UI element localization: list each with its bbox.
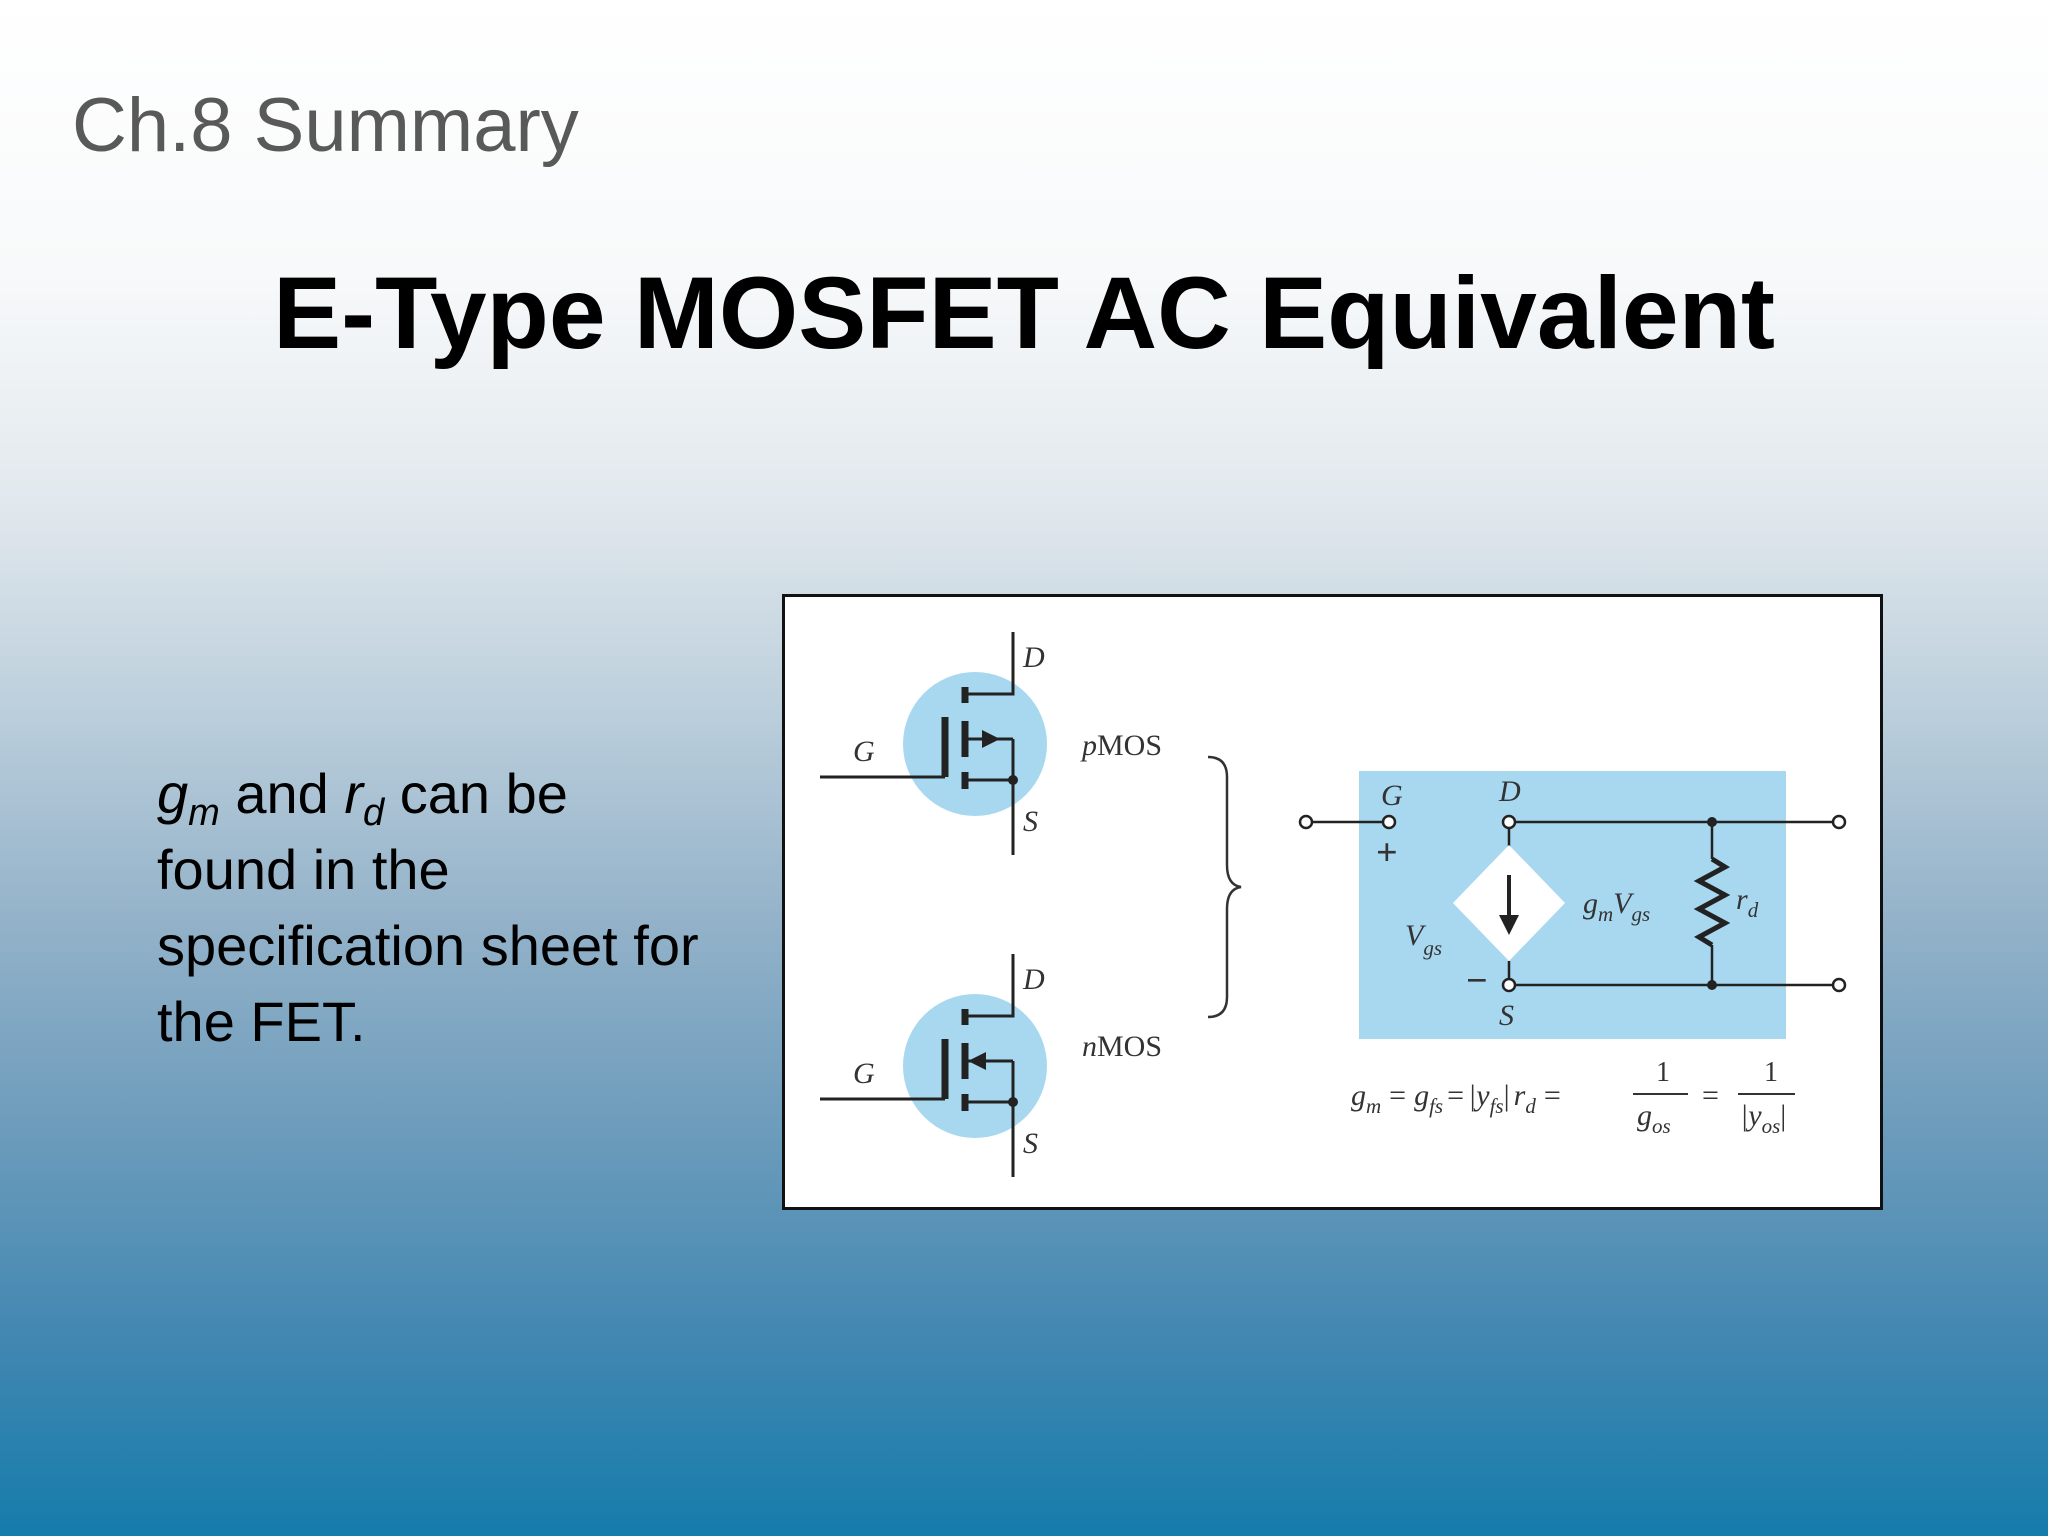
formula-numerator-1: 1 (1656, 1057, 1670, 1088)
vgs-plus-sign: + (1376, 832, 1398, 874)
gm-symbol: gm (157, 762, 220, 834)
nmos-drain-label: D (1022, 963, 1045, 996)
current-source-arrow (1499, 915, 1519, 935)
formula-gos: gos (1637, 1099, 1671, 1138)
pmos-symbol: G D S pMOS (820, 632, 1162, 855)
source-node (1501, 977, 1517, 993)
equivalent-source-label: S (1499, 999, 1514, 1032)
body-text: gm and rd can be found in the specificat… (157, 762, 699, 1053)
input-terminal (1298, 814, 1314, 830)
nmos-arrow (968, 1052, 986, 1070)
mosfet-figure: G D S pMOS G D S nMOS (782, 594, 1883, 1210)
nmos-source-label: S (1023, 1127, 1038, 1160)
gm-vgs-label: gmVgs (1583, 887, 1650, 926)
equivalent-gate-label: G (1381, 779, 1403, 812)
gate-terminal (1381, 814, 1397, 830)
pmos-drain-label: D (1022, 641, 1045, 674)
rd-label: rd (1736, 883, 1759, 922)
vgs-label: Vgs (1405, 919, 1442, 960)
ac-equivalent-circuit: G D S + − Vgs gmVgs rd (1298, 771, 1847, 1039)
formula-equals-4: = (1702, 1079, 1719, 1112)
output-terminal-bottom (1831, 977, 1847, 993)
formula-yos: |yos| (1740, 1099, 1786, 1138)
equivalent-highlight-box (1359, 771, 1786, 1039)
equivalent-drain-label: D (1498, 775, 1521, 808)
output-terminal-top (1831, 814, 1847, 830)
formula-left: gm=gfs=|yfs|rd= (1351, 1079, 1561, 1118)
mosfet-diagram: G D S pMOS G D S nMOS (820, 632, 1847, 1177)
section-label: Ch.8 Summary (72, 83, 579, 168)
pmos-arrow (982, 730, 1000, 748)
vgs-minus-sign: − (1466, 960, 1488, 1002)
pmos-source-label: S (1023, 805, 1038, 838)
nmos-name-label: nMOS (1082, 1030, 1162, 1063)
pmos-gate-label: G (853, 735, 875, 768)
drain-node (1501, 814, 1517, 830)
slide-title: E-Type MOSFET AC Equivalent (273, 256, 1775, 370)
rd-resistor (1693, 856, 1731, 948)
curly-brace (1207, 755, 1242, 1019)
pmos-name-label: pMOS (1080, 729, 1162, 762)
nmos-gate-label: G (853, 1057, 875, 1090)
nmos-symbol: G D S nMOS (820, 954, 1162, 1177)
parameter-formula: gm=gfs=|yfs|rd= 1 gos = 1 |yos| (1351, 1057, 1795, 1138)
rd-symbol: rd (344, 762, 385, 834)
formula-numerator-2: 1 (1764, 1057, 1778, 1088)
